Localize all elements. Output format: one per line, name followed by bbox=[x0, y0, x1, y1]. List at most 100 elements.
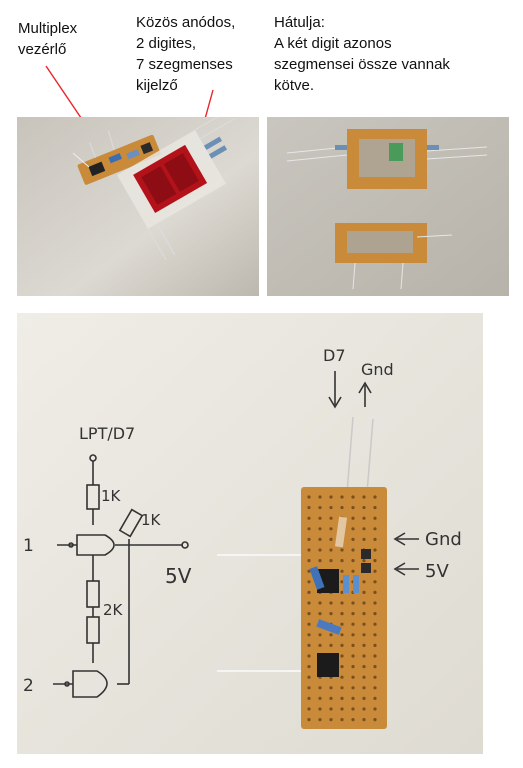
board-hole bbox=[307, 548, 311, 552]
board-hole bbox=[373, 516, 377, 520]
caption-back-line3: szegmensei össze vannak bbox=[274, 56, 450, 73]
hand-drawn-schematic bbox=[53, 454, 189, 698]
board-hole bbox=[340, 654, 344, 658]
caption-display-line1: Közös anódos, bbox=[136, 14, 236, 31]
schematic-r2-label: 1K bbox=[141, 511, 162, 529]
board-hole bbox=[307, 686, 311, 690]
board-hole bbox=[340, 601, 344, 605]
board-hole bbox=[373, 580, 377, 584]
board-hole bbox=[329, 548, 333, 552]
board-hole bbox=[307, 516, 311, 520]
caption-back-line2: A két digit azonos bbox=[274, 35, 392, 52]
board-hole bbox=[351, 601, 355, 605]
photo-back bbox=[267, 117, 509, 296]
board-hole bbox=[373, 622, 377, 626]
board-hole bbox=[362, 612, 366, 616]
board-hole bbox=[307, 675, 311, 679]
board-hole bbox=[351, 506, 355, 510]
board-label-gnd-top: Gnd bbox=[361, 360, 394, 379]
board-hole bbox=[340, 495, 344, 499]
board-hole bbox=[340, 580, 344, 584]
board-hole bbox=[340, 506, 344, 510]
caption-multiplex-line1: Multiplex bbox=[18, 20, 78, 37]
board-hole bbox=[351, 548, 355, 552]
board-hole bbox=[340, 718, 344, 722]
board-hole bbox=[307, 612, 311, 616]
board-hole bbox=[362, 675, 366, 679]
board-hole bbox=[362, 654, 366, 658]
board-hole bbox=[318, 686, 322, 690]
board-hole bbox=[351, 569, 355, 573]
caption-display-line3: 7 szegmenses bbox=[136, 56, 233, 73]
board-hole bbox=[362, 633, 366, 637]
board-hole bbox=[329, 633, 333, 637]
board-hole bbox=[329, 559, 333, 563]
board-hole bbox=[307, 569, 311, 573]
board-hole bbox=[329, 643, 333, 647]
board-hole bbox=[318, 559, 322, 563]
board-hole bbox=[318, 506, 322, 510]
board-hole bbox=[362, 527, 366, 531]
board-hole bbox=[373, 612, 377, 616]
board-hole bbox=[351, 612, 355, 616]
back-board-top bbox=[286, 129, 488, 189]
board-hole bbox=[307, 665, 311, 669]
board-hole bbox=[307, 622, 311, 626]
caption-display-line2: 2 digites, bbox=[136, 35, 197, 52]
board-hole bbox=[362, 506, 366, 510]
caption-back: Hátulja: A két digit azonos szegmensei ö… bbox=[274, 12, 450, 96]
board-hole bbox=[329, 537, 333, 541]
board-hole bbox=[362, 696, 366, 700]
board-hole bbox=[351, 675, 355, 679]
board-hole bbox=[307, 559, 311, 563]
multiplexer-board bbox=[77, 130, 161, 185]
board-hole bbox=[340, 633, 344, 637]
board-hole bbox=[307, 696, 311, 700]
board-hole bbox=[318, 601, 322, 605]
back-board-bottom bbox=[335, 223, 453, 290]
board-hole bbox=[362, 559, 366, 563]
board-hole bbox=[307, 707, 311, 711]
board-hole bbox=[307, 718, 311, 722]
board-hole bbox=[340, 707, 344, 711]
board-hole bbox=[362, 622, 366, 626]
board-hole bbox=[373, 590, 377, 594]
board-hole bbox=[340, 612, 344, 616]
board-hole bbox=[329, 527, 333, 531]
board-hole bbox=[329, 516, 333, 520]
board-hole bbox=[373, 601, 377, 605]
board-hole bbox=[373, 654, 377, 658]
board-hole bbox=[329, 686, 333, 690]
board-hole bbox=[362, 516, 366, 520]
board-hole bbox=[307, 590, 311, 594]
board-hole bbox=[373, 643, 377, 647]
board-label-5v-side: 5V bbox=[425, 561, 449, 582]
board-hole bbox=[351, 654, 355, 658]
board-hole bbox=[362, 580, 366, 584]
board-hole bbox=[307, 495, 311, 499]
board-hole bbox=[329, 506, 333, 510]
board-hole bbox=[373, 707, 377, 711]
board-hole bbox=[307, 537, 311, 541]
schematic-r3-label: 2K bbox=[103, 601, 124, 619]
board-hole bbox=[373, 569, 377, 573]
board-hole bbox=[340, 696, 344, 700]
board-hole bbox=[318, 696, 322, 700]
board-hole bbox=[307, 654, 311, 658]
board-hole bbox=[340, 622, 344, 626]
board-hole bbox=[362, 718, 366, 722]
board-hole bbox=[329, 495, 333, 499]
board-hole bbox=[373, 537, 377, 541]
board-hole bbox=[351, 633, 355, 637]
board-hole bbox=[329, 696, 333, 700]
board-hole bbox=[373, 633, 377, 637]
board-hole bbox=[318, 537, 322, 541]
board-hole bbox=[362, 665, 366, 669]
board-hole bbox=[351, 686, 355, 690]
display-assembly bbox=[117, 117, 235, 261]
board-hole bbox=[351, 537, 355, 541]
photo-front bbox=[17, 117, 259, 296]
board-hole bbox=[362, 495, 366, 499]
board-hole bbox=[351, 643, 355, 647]
caption-back-line4: kötve. bbox=[274, 77, 315, 94]
